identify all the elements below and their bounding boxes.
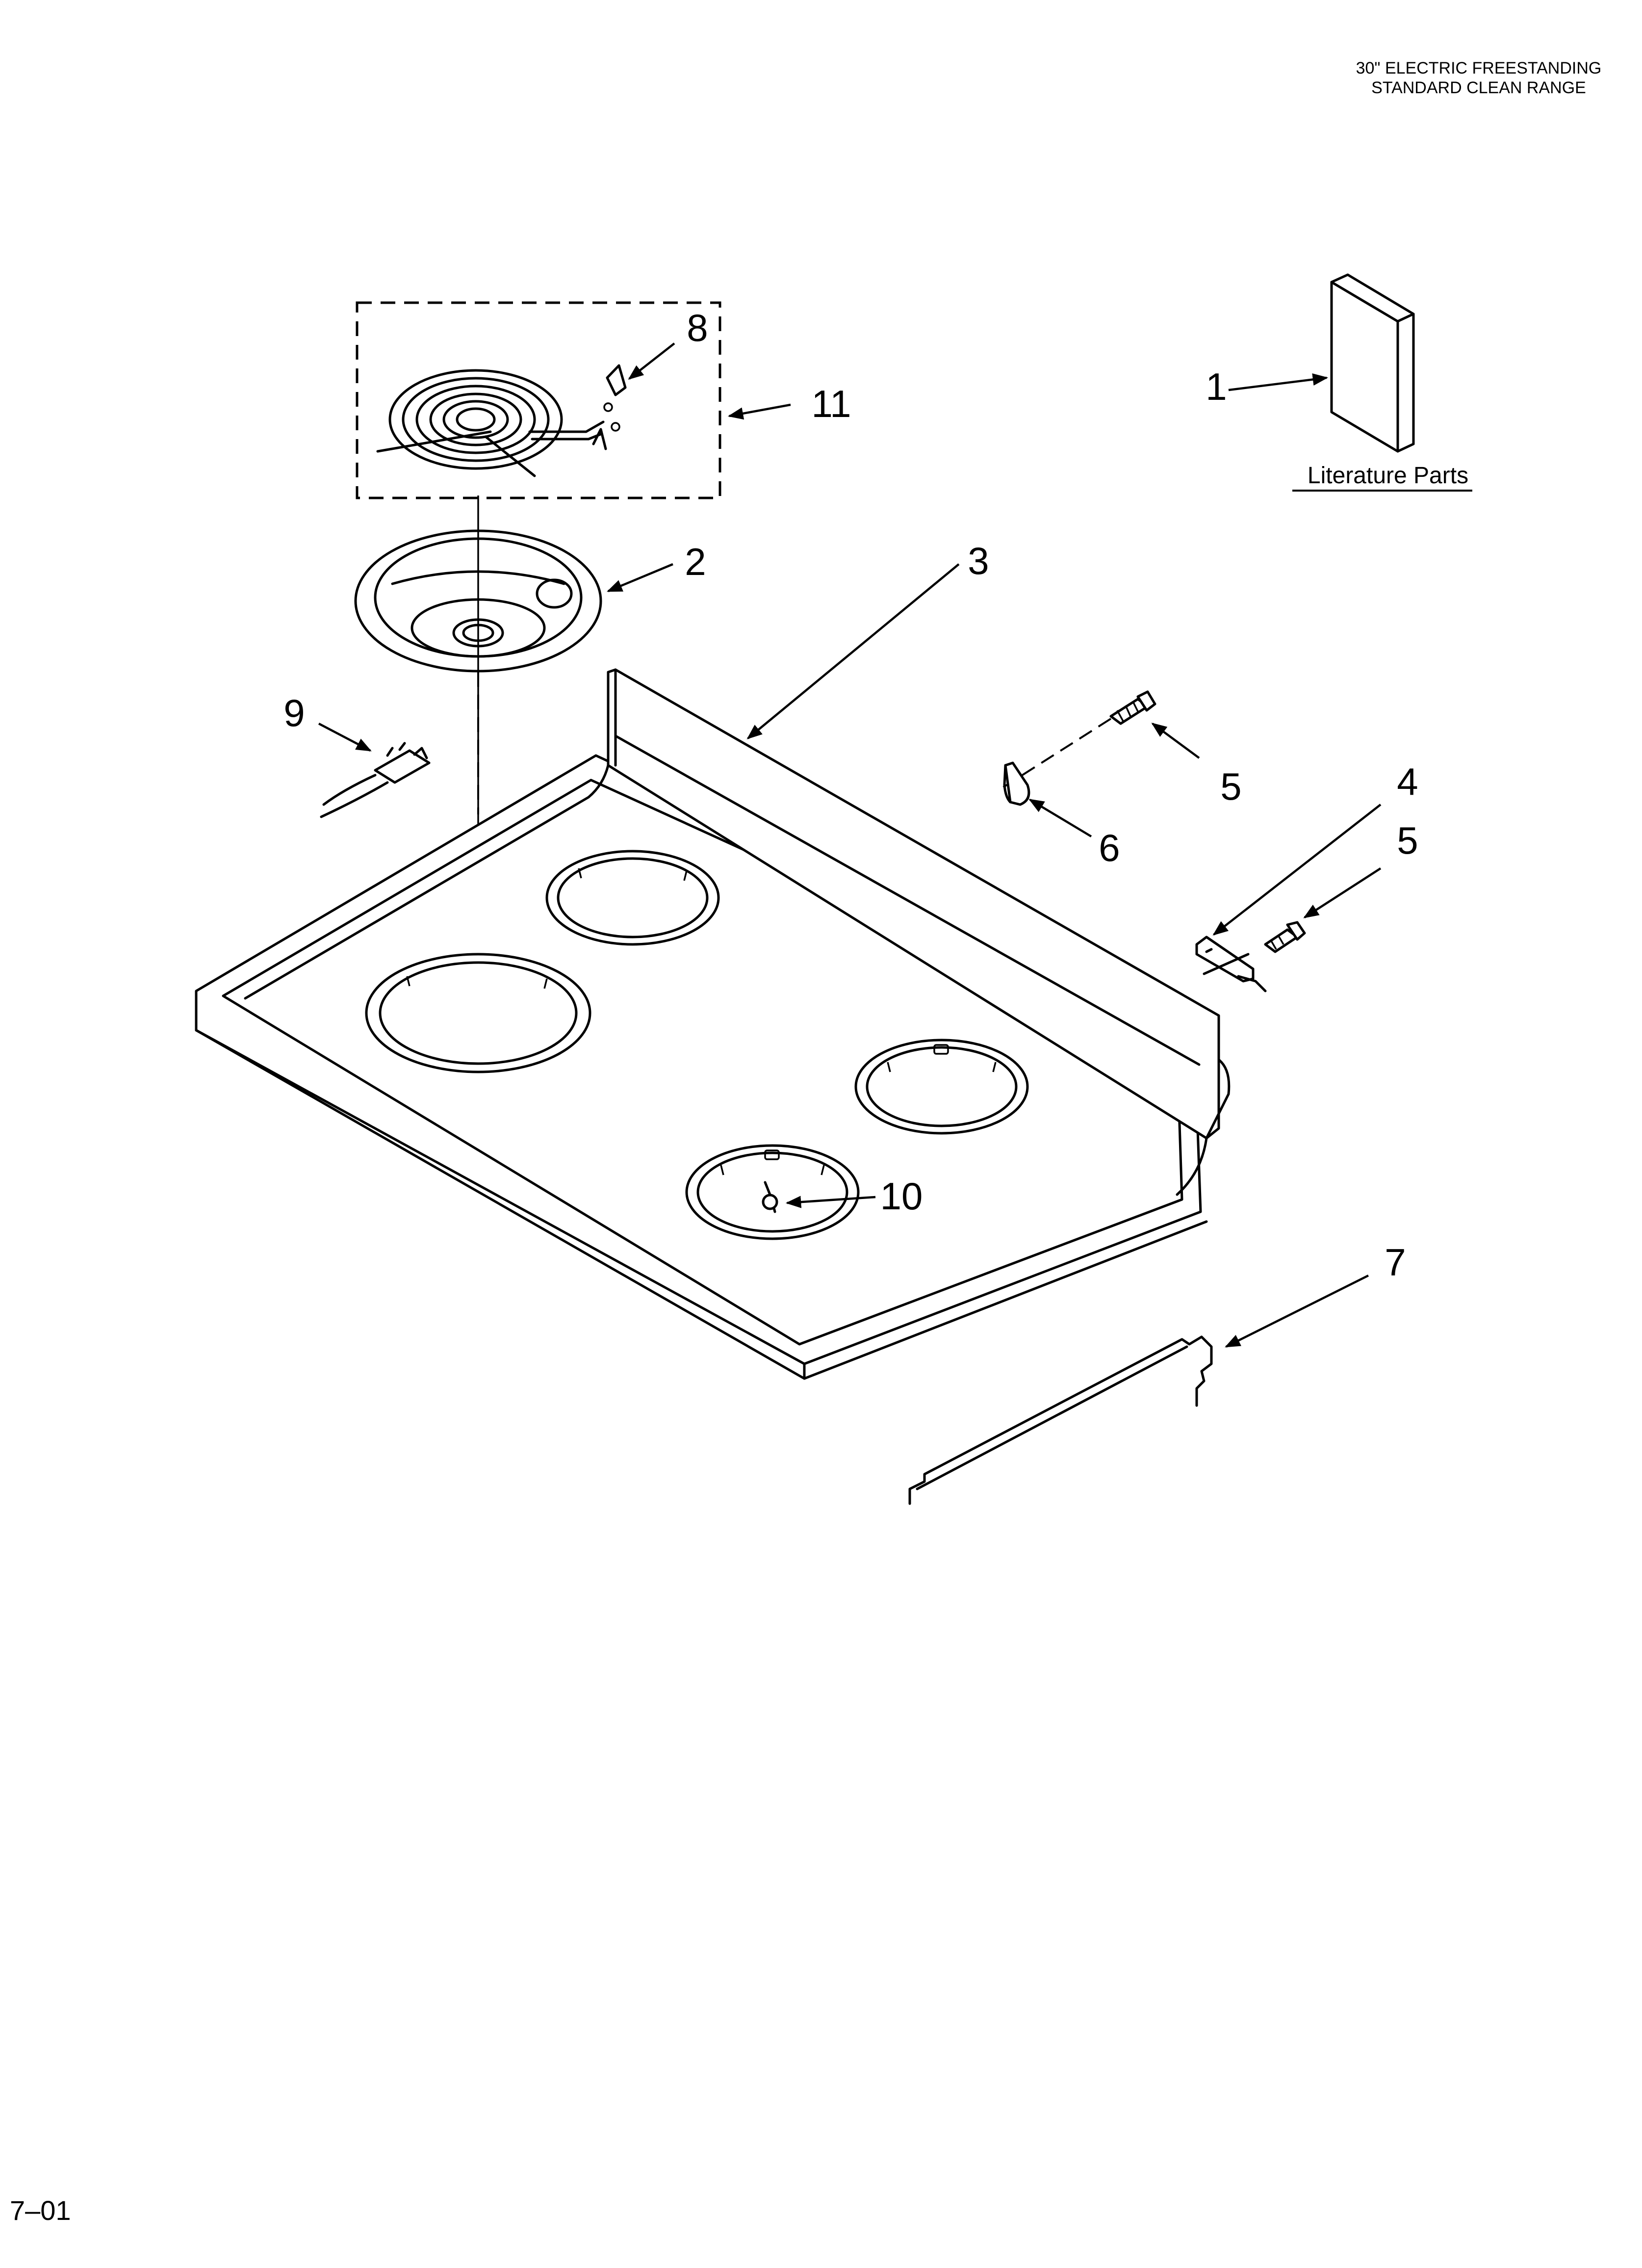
leader-3 bbox=[746, 563, 960, 740]
callout-11: 11 bbox=[812, 382, 851, 425]
leader-10 bbox=[785, 1196, 876, 1208]
callout-2: 2 bbox=[685, 540, 706, 583]
clip-bracket[interactable] bbox=[1003, 761, 1030, 806]
page-code: 7–01 bbox=[10, 2195, 71, 2226]
callout-9: 9 bbox=[283, 691, 305, 734]
callout-6: 6 bbox=[1099, 826, 1120, 869]
callout-4: 4 bbox=[1397, 760, 1418, 803]
callout-5-upper: 5 bbox=[1220, 765, 1241, 808]
callout-3: 3 bbox=[968, 539, 989, 582]
literature-booklet[interactable] bbox=[1330, 273, 1415, 453]
leader-11 bbox=[727, 403, 791, 420]
callout-10: 10 bbox=[880, 1174, 923, 1218]
leader-6 bbox=[1028, 799, 1092, 837]
burner-screw[interactable] bbox=[762, 1181, 778, 1213]
screw-upper[interactable] bbox=[1109, 690, 1156, 725]
callout-5-lower: 5 bbox=[1397, 819, 1418, 862]
callout-7: 7 bbox=[1385, 1241, 1406, 1284]
mounting-bracket[interactable] bbox=[1195, 936, 1267, 992]
terminal-clip[interactable] bbox=[592, 364, 627, 450]
leader-7 bbox=[1225, 1274, 1369, 1348]
support-rod[interactable] bbox=[908, 1335, 1213, 1505]
wire-connector[interactable] bbox=[320, 742, 431, 818]
callout-1: 1 bbox=[1206, 365, 1227, 408]
leader-8 bbox=[628, 342, 675, 380]
surface-element[interactable] bbox=[376, 369, 620, 477]
callout-8: 8 bbox=[687, 306, 708, 349]
leader-5-upper bbox=[1151, 723, 1200, 759]
header-line-1: 30" ELECTRIC FREESTANDING bbox=[1356, 59, 1602, 78]
element-assembly-box bbox=[356, 301, 721, 499]
leader-5-lower bbox=[1303, 867, 1382, 918]
leader-2 bbox=[607, 563, 673, 593]
leader-1 bbox=[1228, 373, 1329, 391]
cooktop-main-top[interactable] bbox=[195, 668, 1231, 1380]
leader-4 bbox=[1212, 804, 1382, 936]
leader-9 bbox=[318, 723, 372, 752]
screw-lower[interactable] bbox=[1264, 921, 1306, 953]
literature-parts-label: Literature Parts bbox=[1308, 463, 1468, 489]
header-line-2: STANDARD CLEAN RANGE bbox=[1371, 78, 1586, 97]
